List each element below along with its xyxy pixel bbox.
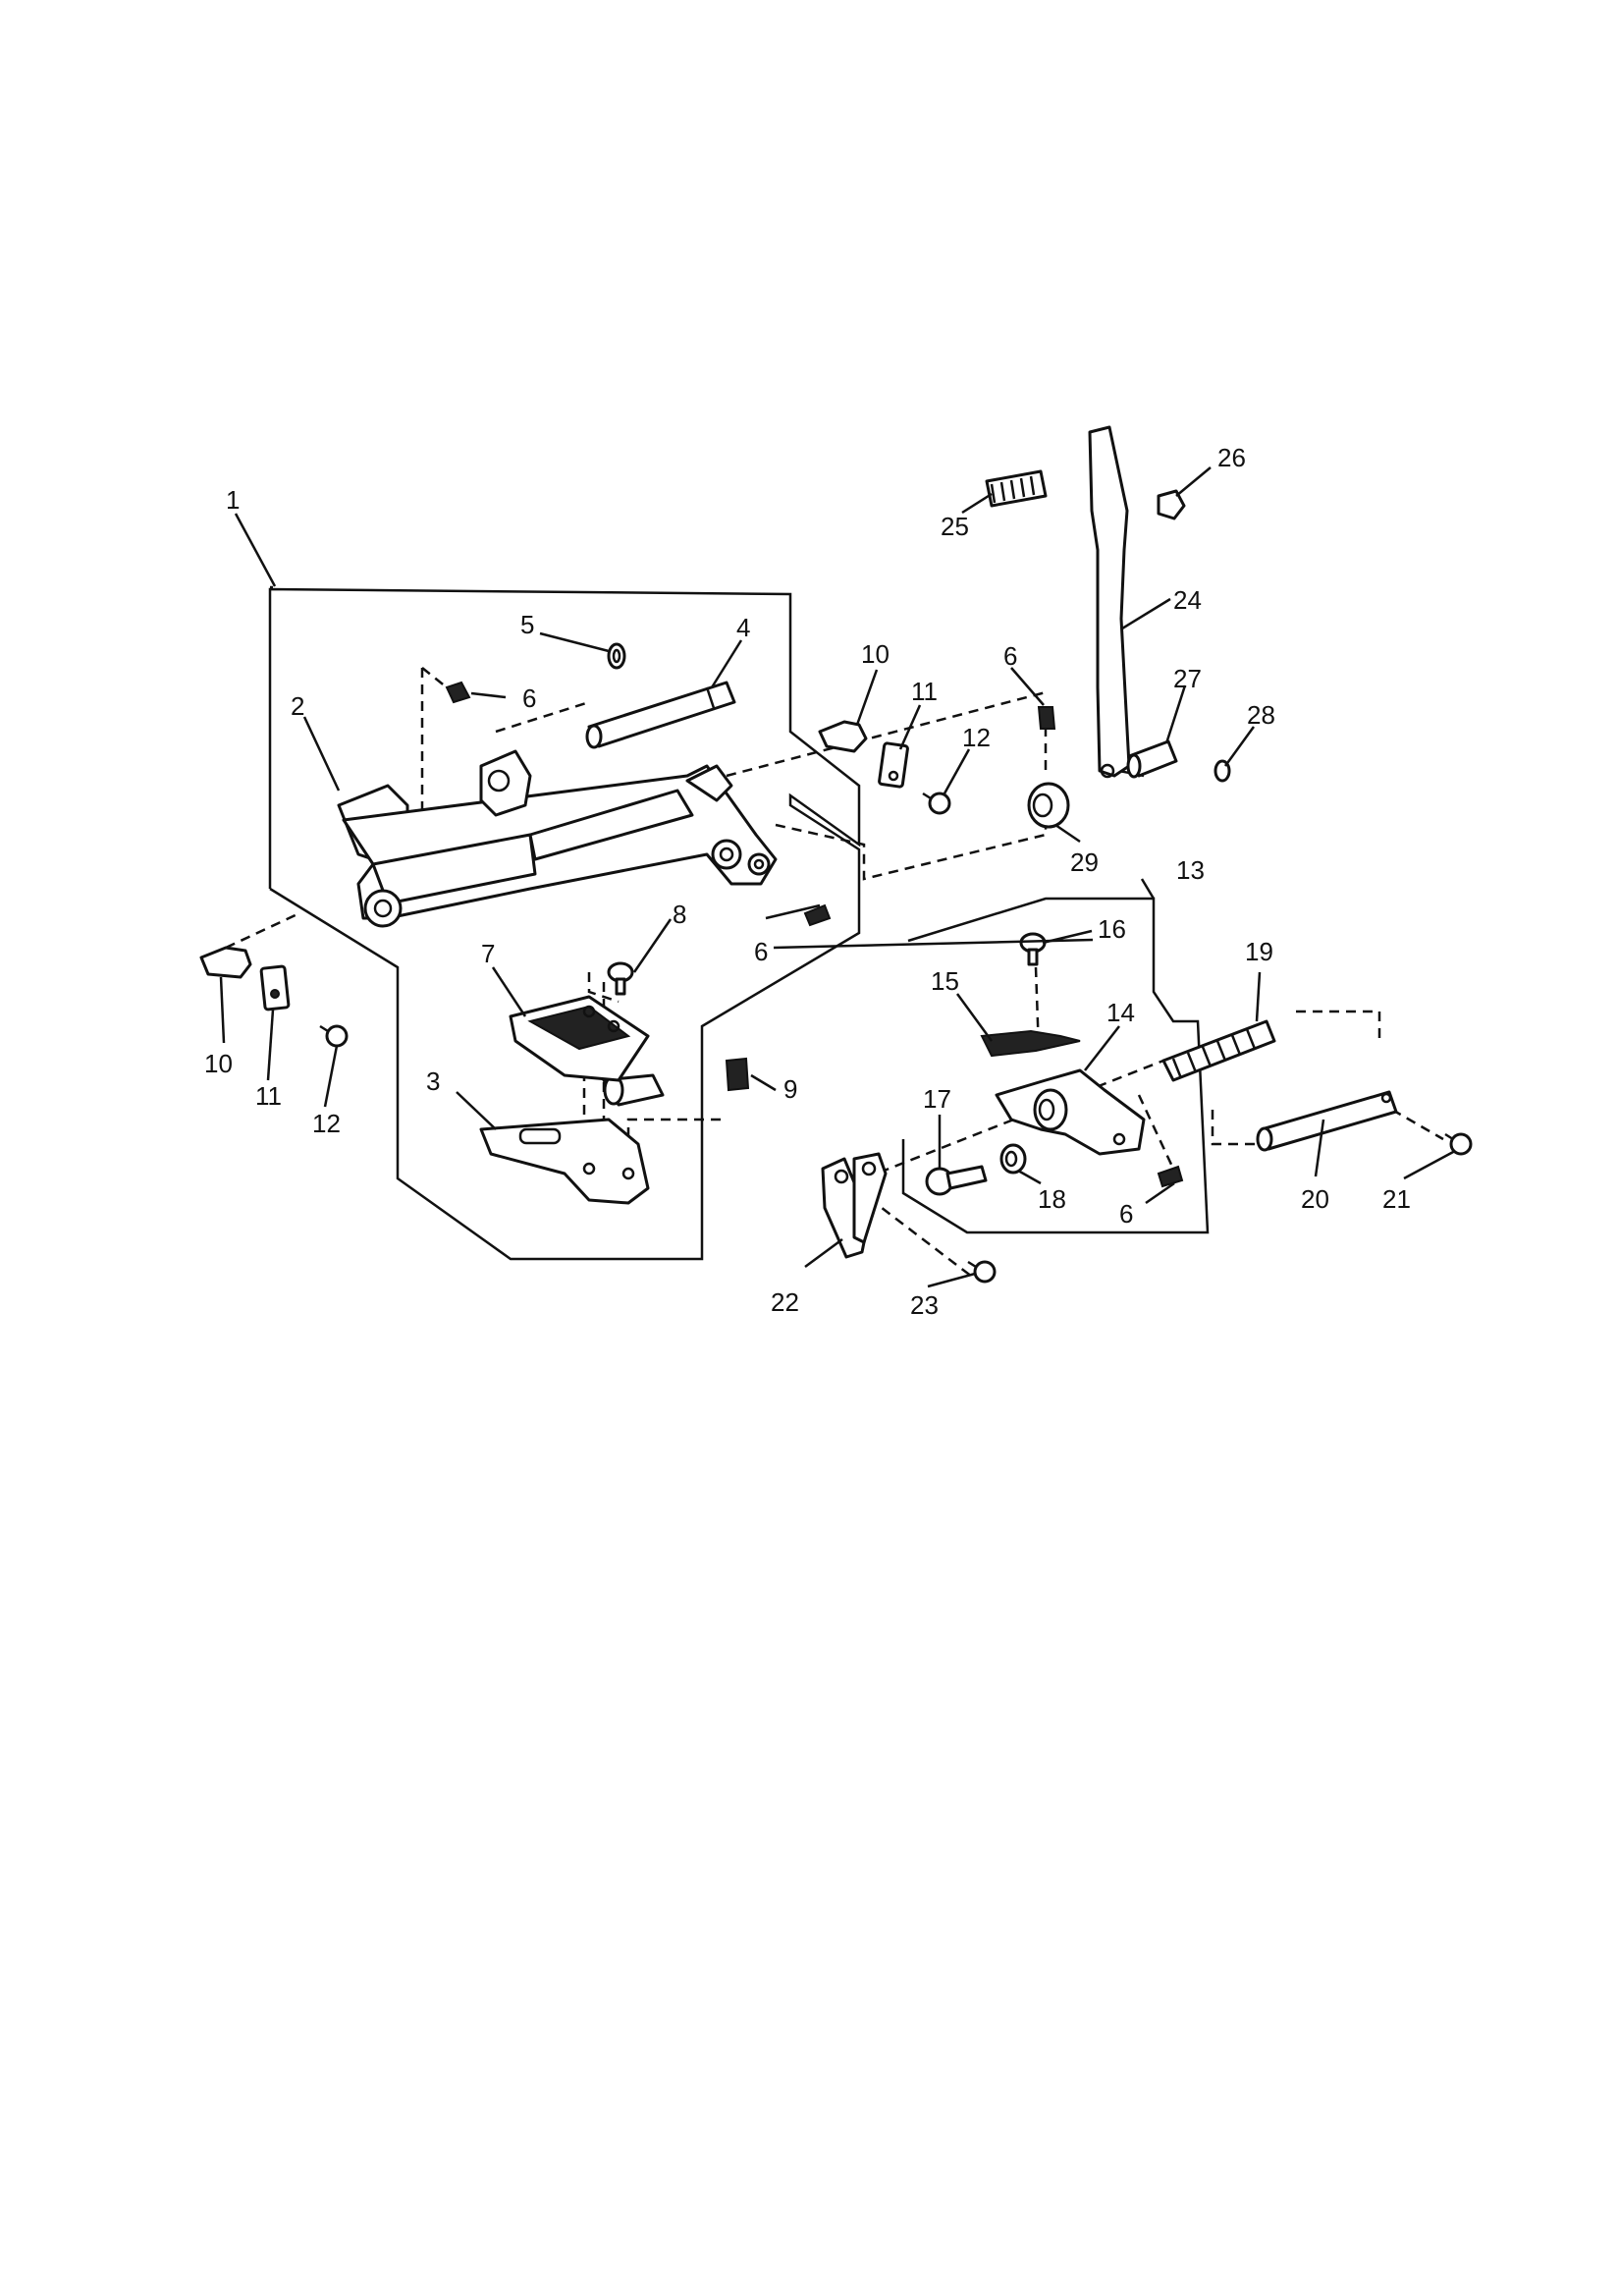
label-22: 22 xyxy=(771,1287,799,1317)
label-27: 27 xyxy=(1173,664,1202,693)
screw-8 xyxy=(607,961,634,996)
label-6a: 6 xyxy=(522,683,536,713)
callout-labels: 1 2 3 4 5 6 6 6 6 7 8 9 10 10 11 11 12 1… xyxy=(204,443,1411,1320)
spring-19 xyxy=(1161,1019,1276,1082)
label-14: 14 xyxy=(1106,998,1135,1027)
screw-16 xyxy=(1019,932,1047,966)
set-screws-6 xyxy=(445,681,1184,1188)
plate-15 xyxy=(980,1029,1081,1058)
plates-11 xyxy=(259,741,909,1011)
link-22 xyxy=(821,1152,888,1259)
label-2: 2 xyxy=(291,691,304,721)
leader-lines xyxy=(219,466,1456,1288)
bushing-27 xyxy=(1126,739,1178,779)
bushing-18 xyxy=(999,1143,1027,1175)
plate-7 xyxy=(509,995,650,1082)
label-16: 16 xyxy=(1098,914,1126,944)
label-7: 7 xyxy=(481,939,495,968)
label-21: 21 xyxy=(1382,1184,1411,1214)
spring-9 xyxy=(725,1057,750,1092)
collar-29 xyxy=(1027,782,1070,829)
nut-26 xyxy=(1157,489,1186,520)
pin-4 xyxy=(585,681,736,749)
screw-23 xyxy=(967,1260,997,1284)
lever-24 xyxy=(1088,425,1131,779)
label-6b: 6 xyxy=(1003,641,1017,671)
label-28: 28 xyxy=(1247,700,1275,730)
screw-17 xyxy=(925,1165,988,1196)
label-29: 29 xyxy=(1070,847,1099,877)
label-6d: 6 xyxy=(1119,1199,1133,1229)
label-1: 1 xyxy=(226,485,240,515)
main-bracket xyxy=(337,749,778,928)
label-23: 23 xyxy=(910,1290,939,1320)
label-12a: 12 xyxy=(962,723,991,752)
label-11b: 11 xyxy=(255,1081,282,1111)
spring-25 xyxy=(985,469,1048,508)
label-9: 9 xyxy=(783,1074,797,1104)
ring-5 xyxy=(607,642,626,670)
label-12b: 12 xyxy=(312,1109,341,1138)
rod-20 xyxy=(1256,1090,1398,1152)
label-18: 18 xyxy=(1038,1184,1066,1214)
label-3: 3 xyxy=(426,1066,440,1096)
label-8: 8 xyxy=(673,900,686,929)
screw-21 xyxy=(1444,1132,1473,1156)
label-25: 25 xyxy=(941,512,969,541)
label-10a: 10 xyxy=(861,639,890,669)
group-outline-13 xyxy=(901,897,1210,1234)
label-17: 17 xyxy=(923,1084,951,1114)
label-13: 13 xyxy=(1176,855,1205,885)
label-19: 19 xyxy=(1245,937,1273,966)
label-24: 24 xyxy=(1173,585,1202,615)
label-10b: 10 xyxy=(204,1049,233,1078)
cone-plugs-10 xyxy=(199,720,868,979)
bracket-14 xyxy=(995,1068,1146,1156)
plate-3 xyxy=(479,1073,665,1205)
label-11a: 11 xyxy=(911,677,938,706)
group-outline-1 xyxy=(268,585,861,1261)
label-15: 15 xyxy=(931,966,959,996)
screws-12 xyxy=(319,792,951,1048)
label-5: 5 xyxy=(520,610,534,639)
label-26: 26 xyxy=(1217,443,1246,472)
label-20: 20 xyxy=(1301,1184,1329,1214)
label-6c: 6 xyxy=(754,937,768,966)
label-4: 4 xyxy=(736,613,750,642)
